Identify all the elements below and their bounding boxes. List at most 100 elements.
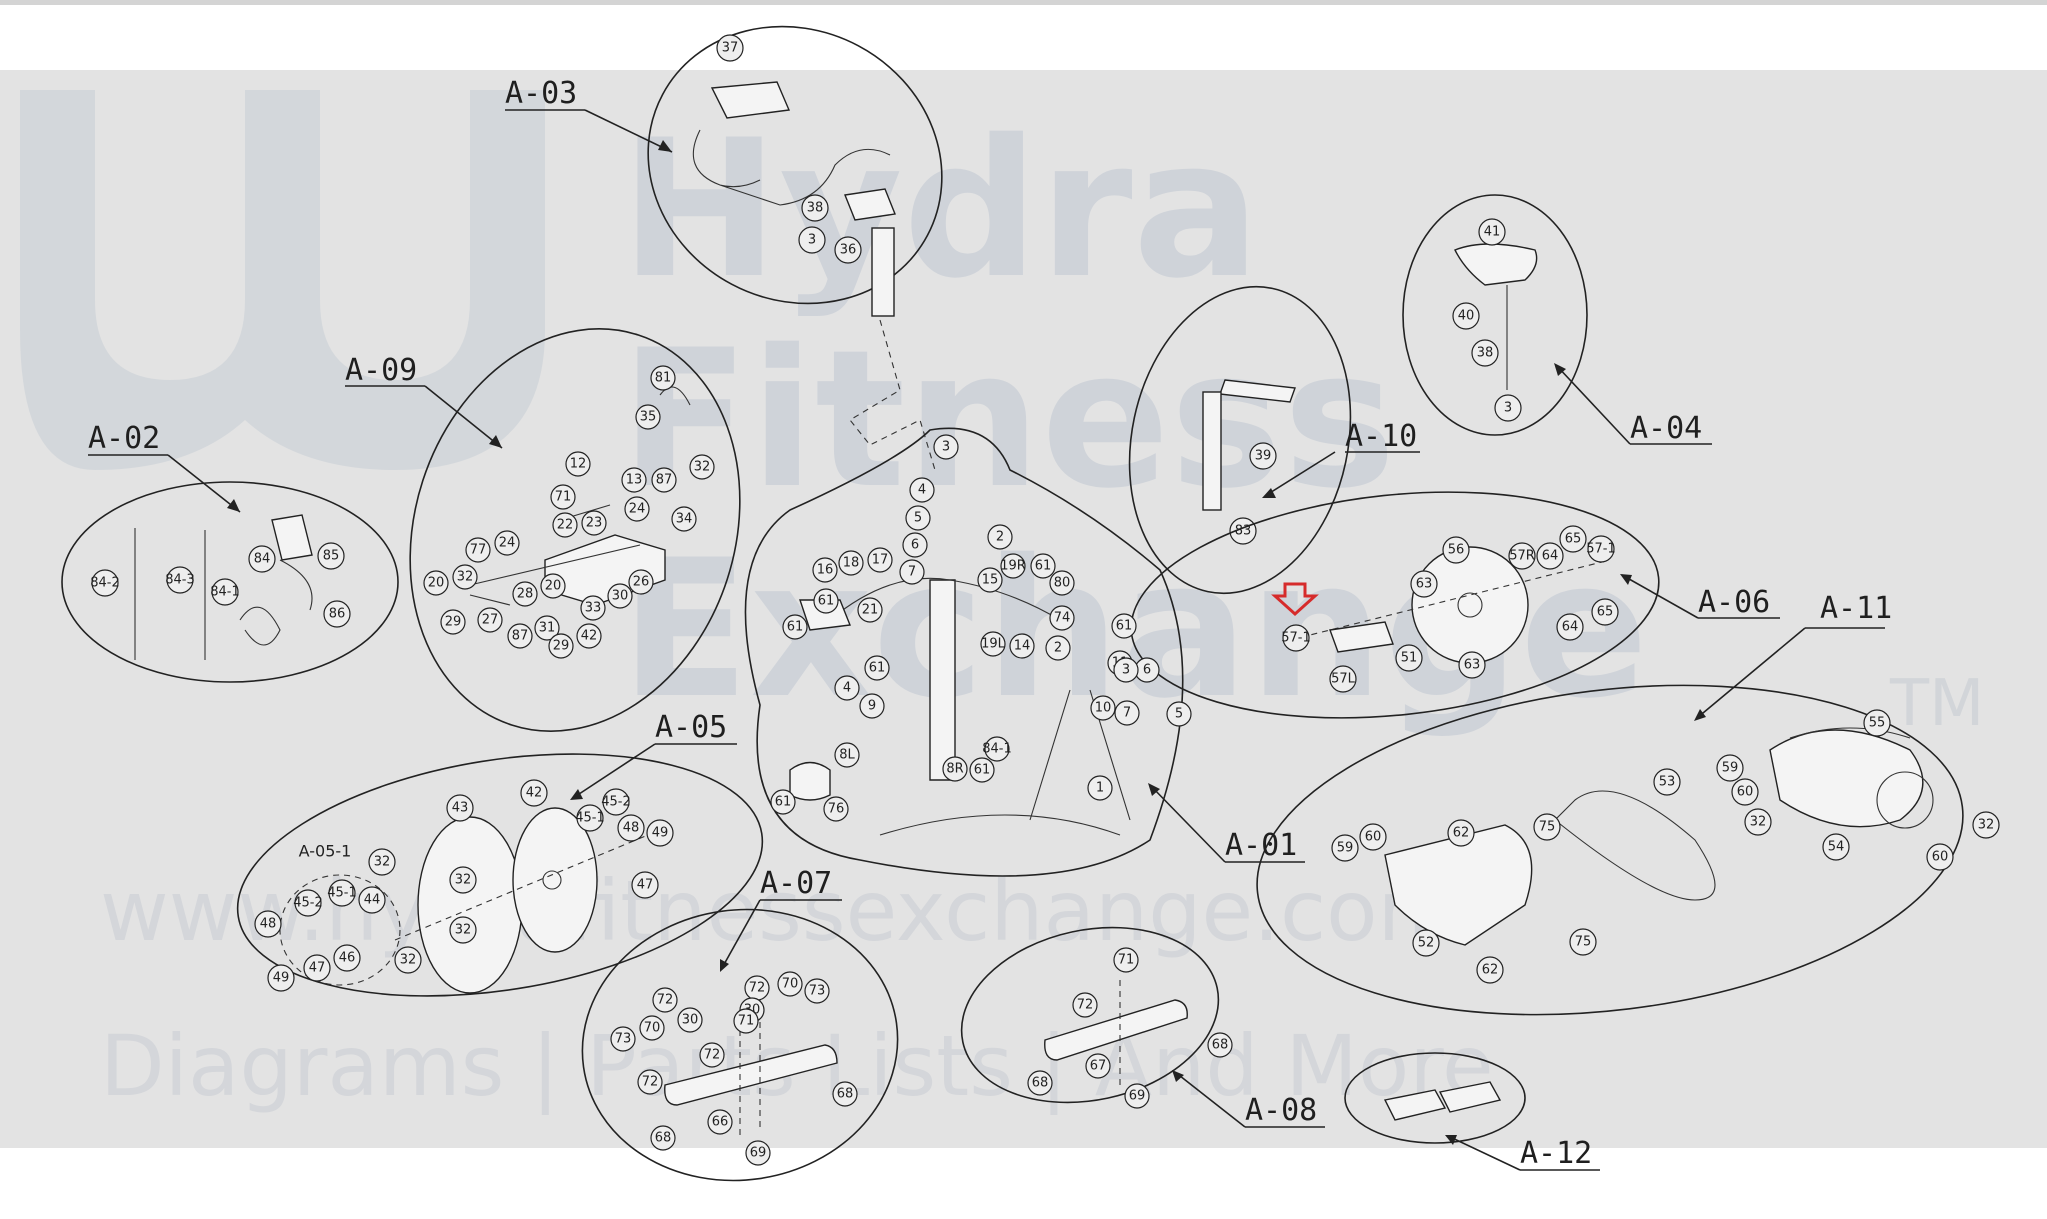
group-a03-outline <box>647 25 943 305</box>
a01-part: 9 <box>868 699 876 714</box>
a09-part: 32 <box>457 570 474 585</box>
a01-part: 4 <box>843 681 851 696</box>
group-a09-label: A-09 <box>345 353 417 388</box>
a05-part: 45-2 <box>601 795 631 810</box>
a07-sketch-bar <box>664 1044 838 1106</box>
a11-part: 55 <box>1869 716 1886 731</box>
a09-part: 32 <box>694 460 711 475</box>
group-a07-label: A-07 <box>760 866 832 901</box>
a09-part: 77 <box>470 543 487 558</box>
group-a06: A-06 56 57R 64 65 57-1 63 65 64 57-1 57L… <box>1130 491 1780 719</box>
a01-part: 3 <box>942 440 950 455</box>
a05-part: 45-1 <box>575 811 605 826</box>
group-a01-outline <box>744 427 1184 877</box>
a11-part: 32 <box>1750 815 1767 830</box>
a11-part: 54 <box>1828 840 1845 855</box>
group-a08-outline <box>960 926 1220 1104</box>
a08-part: 68 <box>1032 1076 1049 1091</box>
group-a09: A-09 81 35 32 12 13 87 71 24 22 23 34 77… <box>345 328 741 732</box>
group-a11-label: A-11 <box>1820 591 1892 626</box>
group-a04-outline <box>1402 194 1588 436</box>
a09-part: 71 <box>555 490 572 505</box>
a05-part: 44 <box>364 893 381 908</box>
group-a02: A-02 84-2 84-3 84 84-1 85 86 <box>61 421 399 683</box>
watermark-line1: Hydra <box>620 99 1261 320</box>
a05-sketch-disc <box>417 816 523 994</box>
a08-sketch-bar <box>1044 999 1188 1061</box>
a02-part: 84-3 <box>165 573 195 588</box>
a09-part: 23 <box>586 516 603 531</box>
a01-part: 61 <box>1116 619 1133 634</box>
a02-part: 84 <box>254 552 271 567</box>
a09-part: 13 <box>626 473 643 488</box>
a06-part: 63 <box>1464 658 1481 673</box>
a06-part: 51 <box>1401 651 1418 666</box>
a09-part: 24 <box>499 536 516 551</box>
a09-part: 20 <box>545 579 562 594</box>
a06-part: 57R <box>1509 549 1535 564</box>
group-a08: A-08 71 72 68 68 67 69 <box>960 926 1325 1128</box>
a01-part: 8L <box>839 748 855 763</box>
group-a01-label: A-01 <box>1225 828 1297 863</box>
a04-part: 41 <box>1484 225 1501 240</box>
a06-part: 64 <box>1562 620 1579 635</box>
a01-part: 61 <box>818 594 835 609</box>
group-a03-arrow <box>658 140 672 152</box>
a08-part: 69 <box>1129 1089 1146 1104</box>
a06-part: 57L <box>1331 672 1356 687</box>
a09-part: 29 <box>445 615 462 630</box>
group-a02-label: A-02 <box>88 421 160 456</box>
group-a05-label: A-05 <box>655 710 727 745</box>
a08-part: 71 <box>1118 953 1135 968</box>
a07-part: 30 <box>682 1013 699 1028</box>
a01-part: 17 <box>872 553 889 568</box>
a12-sketch-pedal-left <box>1383 1089 1447 1121</box>
a09-part: 12 <box>570 457 587 472</box>
a07-part: 72 <box>642 1075 659 1090</box>
a11-part: 62 <box>1453 826 1470 841</box>
a05-part: 32 <box>455 923 472 938</box>
a05-part: 32 <box>400 953 417 968</box>
group-a12: A-12 <box>1344 1052 1600 1171</box>
a01-part: 84-1 <box>982 742 1012 757</box>
a01-part: 19L <box>981 637 1006 652</box>
a01-part: 1 <box>1096 781 1104 796</box>
a10-part: 83 <box>1235 524 1252 539</box>
a09-part: 33 <box>585 601 602 616</box>
a05-part: 45-1 <box>327 886 357 901</box>
group-a03: A-03 37 38 3 36 <box>505 25 943 317</box>
a01-part: 2 <box>996 530 1004 545</box>
a06-part: 57-1 <box>1586 542 1616 557</box>
a05-part: 48 <box>623 821 640 836</box>
a01-part: 61 <box>869 661 886 676</box>
a01-part: 14 <box>1014 639 1031 654</box>
group-a01: A-01 3 4 5 6 2 7 16 18 17 15 19R 61 61 2… <box>744 427 1305 877</box>
a07-part: 66 <box>712 1115 729 1130</box>
red-arrow-marker-icon <box>1271 582 1319 617</box>
group-a10-outline <box>1128 285 1352 595</box>
a05-part: 43 <box>452 801 469 816</box>
a07-part: 72 <box>749 981 766 996</box>
a01-sketch-frame <box>829 577 1131 836</box>
group-a03-label: A-03 <box>505 76 577 111</box>
a11-part: 53 <box>1659 775 1676 790</box>
a02-part: 86 <box>329 607 346 622</box>
a01-part: 18 <box>843 556 860 571</box>
a01-part: 4 <box>918 483 926 498</box>
a01-part: 19R <box>1000 559 1026 574</box>
a09-part: 29 <box>553 639 570 654</box>
group-a07-outline <box>581 908 899 1182</box>
a01-part: 7 <box>908 565 916 580</box>
a08-part: 72 <box>1077 998 1094 1013</box>
a11-part: 75 <box>1539 820 1556 835</box>
a01-part: 5 <box>1175 707 1183 722</box>
a03-sketch-handlebar <box>692 129 891 206</box>
watermark-logo <box>20 90 545 470</box>
group-a04-label: A-04 <box>1630 411 1702 446</box>
watermark-tm: TM <box>1889 667 1984 741</box>
a01-part: 7 <box>1123 706 1131 721</box>
a03-part: 37 <box>722 41 739 56</box>
a03-sketch-clamp <box>844 188 896 221</box>
a10-sketch-rail <box>1219 379 1296 403</box>
a11-part: 60 <box>1737 785 1754 800</box>
